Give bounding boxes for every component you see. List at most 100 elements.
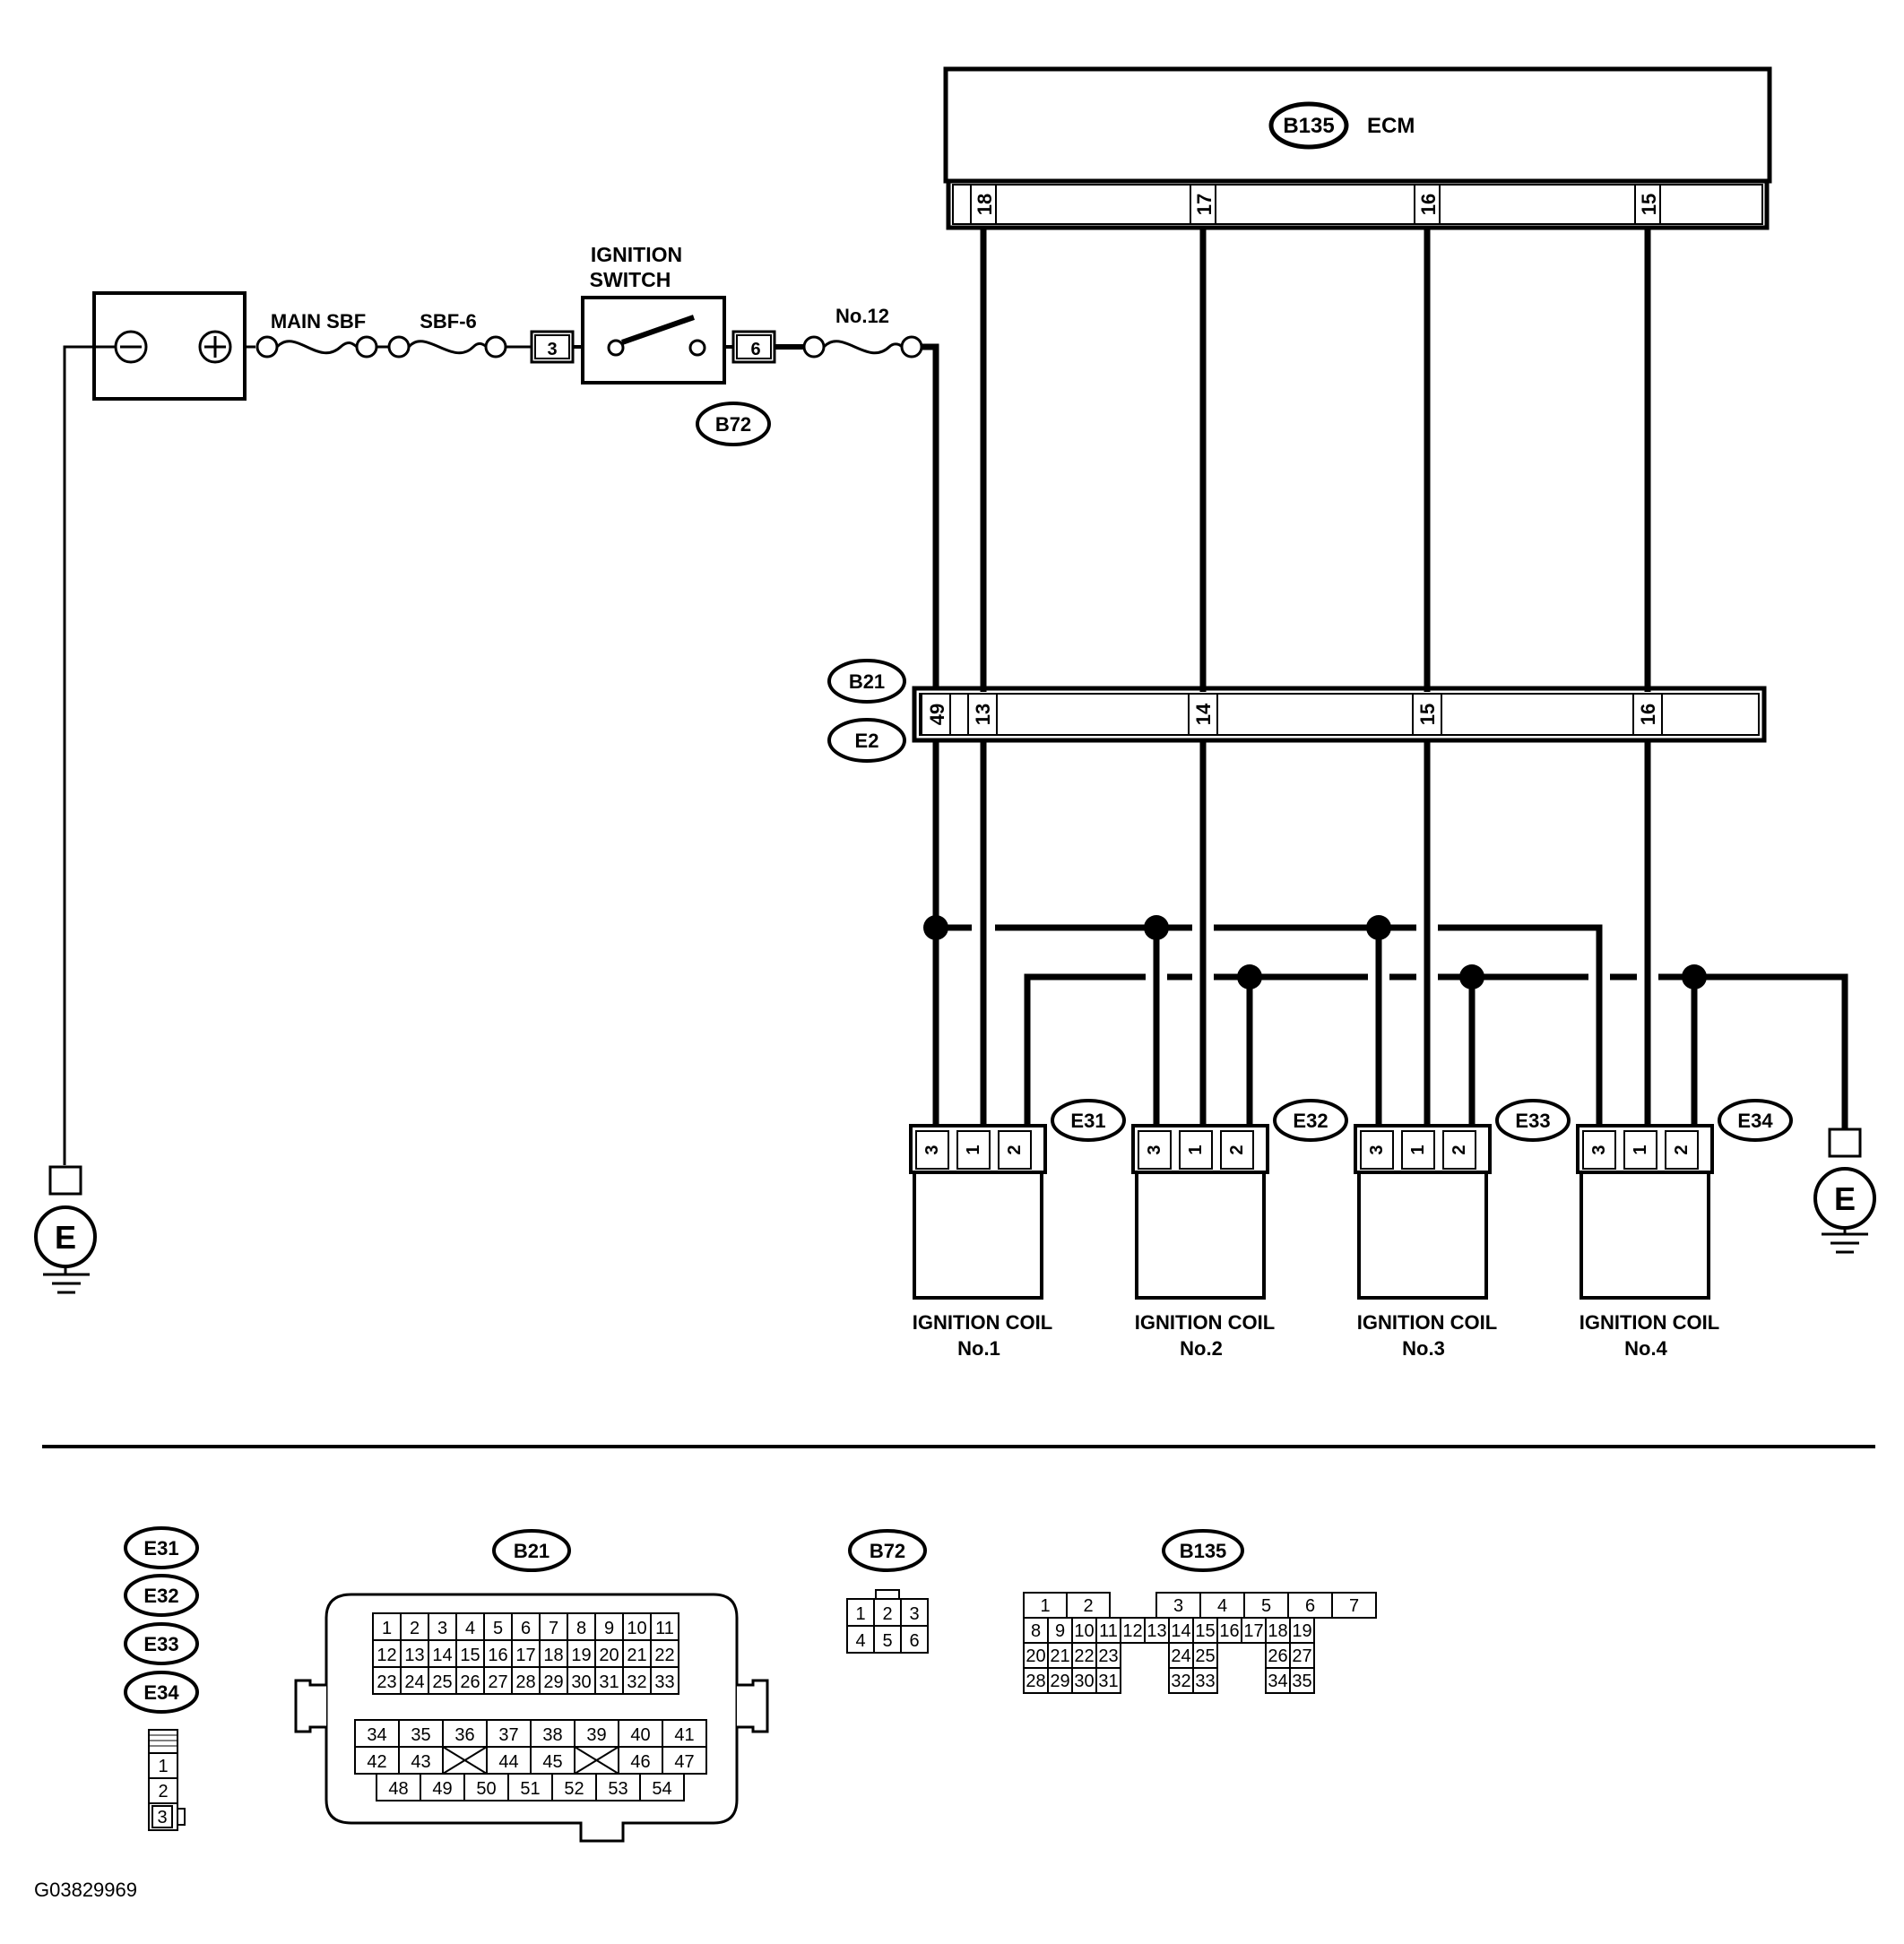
coil-1-connector-label: E31	[1070, 1110, 1105, 1132]
svg-text:30: 30	[571, 1672, 591, 1692]
svg-text:10: 10	[627, 1619, 646, 1638]
coil-3-connector-badge	[1495, 1099, 1571, 1142]
connector-pin-cell: 19	[567, 1639, 596, 1668]
coil-1-pin-1	[956, 1130, 991, 1170]
connector-pin-cell: 17	[511, 1639, 541, 1668]
legend-e34: E34	[143, 1681, 179, 1704]
svg-text:14: 14	[1192, 703, 1215, 725]
connector-pin-cell: 13	[1144, 1617, 1170, 1644]
coil-2-pin-label: 3	[1145, 1145, 1164, 1154]
figure-id: G03829969	[34, 1879, 137, 1901]
connector-pin-cell: 25	[1192, 1642, 1218, 1669]
svg-text:34: 34	[367, 1725, 386, 1745]
svg-text:6: 6	[1305, 1596, 1315, 1616]
coil-1-connector-badge	[1051, 1099, 1126, 1142]
ground-bus-nodes	[1237, 964, 1707, 989]
coil-2-pin-2	[1220, 1130, 1254, 1170]
svg-text:16: 16	[1637, 704, 1659, 725]
connector-pin-cell: 26	[455, 1666, 485, 1695]
connector-pin-cell: 30	[567, 1666, 596, 1695]
coil-2-pin-label: 1	[1186, 1145, 1206, 1154]
ecm-pin-18: 18	[970, 184, 997, 225]
connector-pin-cell: 52	[551, 1773, 597, 1801]
connector-pin-cell: 19	[1289, 1617, 1315, 1644]
svg-text:4: 4	[855, 1631, 865, 1651]
svg-text:7: 7	[549, 1619, 558, 1638]
svg-text:11: 11	[1099, 1621, 1118, 1641]
e2-badge	[827, 718, 906, 763]
connector-pin-cell: 28	[511, 1666, 541, 1695]
connector-pin-cell: 44	[486, 1746, 532, 1775]
ecm-pin-17: 17	[1190, 184, 1216, 225]
ignition-switch-pin-3: 3	[547, 340, 557, 359]
connector-pin-cell: 34	[1265, 1667, 1291, 1694]
svg-text:6: 6	[521, 1619, 531, 1638]
svg-text:26: 26	[460, 1672, 480, 1692]
fuse-sbf-6-label: SBF-6	[420, 310, 477, 333]
svg-text:28: 28	[515, 1672, 535, 1692]
svg-text:23: 23	[1098, 1646, 1118, 1666]
connector-pin-cell: 8	[1023, 1617, 1049, 1644]
coil-4-connector-badge	[1718, 1099, 1793, 1142]
connector-pin-cell: 16	[483, 1639, 513, 1668]
ground-symbol-left: E	[34, 1165, 97, 1294]
connector-pin-cell: 14	[1168, 1617, 1194, 1644]
coil-3-pin-label: 3	[1367, 1145, 1387, 1154]
ignition-switch-label-1: IGNITION	[591, 243, 682, 266]
b72-badge-label: B72	[715, 413, 751, 436]
coil-3-label: IGNITION COIL	[1357, 1311, 1497, 1334]
svg-text:27: 27	[1292, 1646, 1311, 1666]
svg-text:39: 39	[586, 1725, 606, 1745]
svg-text:17: 17	[1243, 1621, 1263, 1641]
connector-pin-cell: 21	[1047, 1642, 1073, 1669]
connector-pin-cell: 31	[594, 1666, 624, 1695]
fuse-sbf-6: SBF-6	[387, 310, 507, 359]
coil-2-connector-badge	[1273, 1099, 1348, 1142]
coil-4-pin-2	[1665, 1130, 1699, 1170]
svg-text:16: 16	[1417, 194, 1440, 215]
junction-pin-15: 15	[1412, 693, 1442, 736]
connector-pin-cell: 34	[354, 1719, 400, 1748]
fuse-no12: No.12	[775, 305, 923, 359]
connector-pin-cell: 20	[1023, 1642, 1049, 1669]
svg-text:12: 12	[376, 1646, 396, 1665]
svg-text:29: 29	[543, 1672, 563, 1692]
svg-text:3: 3	[437, 1619, 447, 1638]
connector-pin-cell: 2	[1066, 1592, 1111, 1619]
connector-pin-cell: 1	[1023, 1592, 1068, 1619]
connector-pin-cell: 21	[622, 1639, 652, 1668]
ecm-block: B135 ECM 18 17 16 15	[943, 66, 1772, 230]
connector-pin-cell: 54	[639, 1773, 685, 1801]
coil-1-pin-label: 2	[1005, 1145, 1025, 1154]
legend-e-connectors: E31 E32 E33 E34 1 2 3	[124, 1526, 199, 1831]
svg-text:32: 32	[627, 1672, 646, 1692]
connector-pin-cell: 51	[507, 1773, 553, 1801]
svg-text:9: 9	[604, 1619, 614, 1638]
svg-text:13: 13	[972, 704, 994, 725]
fuse-no12-label: No.12	[835, 305, 889, 327]
connector-pin-cell: 36	[442, 1719, 488, 1748]
svg-text:3: 3	[909, 1604, 919, 1624]
coil-4-pin-label: 1	[1631, 1145, 1650, 1154]
connector-pin-cell: 9	[1047, 1617, 1073, 1644]
connector-pin-cell: 28	[1023, 1667, 1049, 1694]
connector-pin-cell: 39	[574, 1719, 619, 1748]
svg-text:15: 15	[1416, 704, 1439, 725]
svg-text:24: 24	[1171, 1646, 1190, 1666]
svg-text:32: 32	[1171, 1672, 1190, 1691]
connector-pin-cell: 49	[420, 1773, 465, 1801]
connector-pin-cell: 7	[1331, 1592, 1377, 1619]
connector-pin-cell: 26	[1265, 1642, 1291, 1669]
connector-pin-cell: 5	[1243, 1592, 1289, 1619]
svg-text:3: 3	[157, 1808, 167, 1827]
svg-text:44: 44	[498, 1752, 518, 1772]
signal-wires-lower	[932, 740, 1651, 1131]
connector-pin-cell: 8	[567, 1612, 596, 1641]
legend-b135-label: B135	[1180, 1540, 1227, 1562]
fuse-main-sbf-label: MAIN SBF	[271, 310, 366, 333]
junction-pin-16: 16	[1632, 693, 1663, 736]
svg-text:16: 16	[488, 1646, 507, 1665]
